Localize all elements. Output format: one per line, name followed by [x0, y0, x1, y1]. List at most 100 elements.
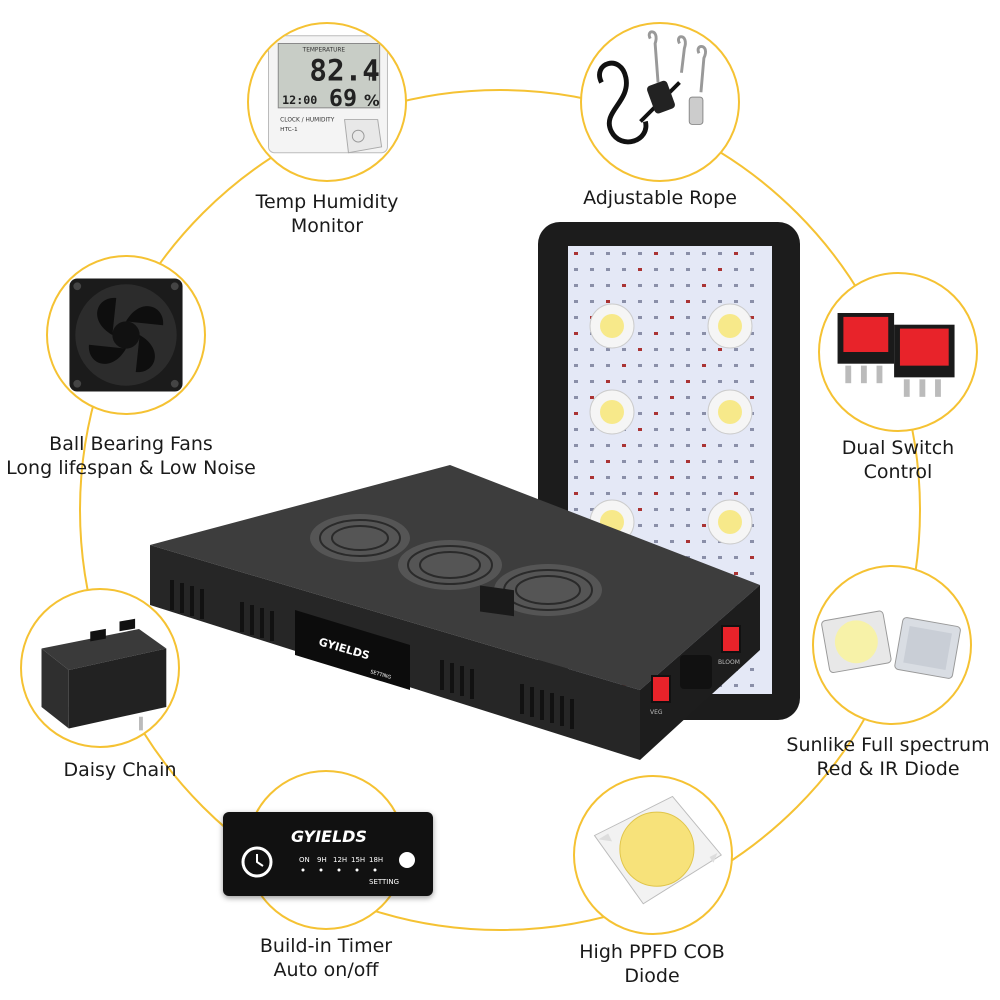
- led-dot: [718, 476, 722, 479]
- led-dot: [686, 284, 690, 287]
- led-dot: [622, 300, 626, 303]
- led-dot: [686, 252, 690, 255]
- led-dot: [654, 268, 658, 271]
- led-dot: [670, 396, 674, 399]
- fan-image: [46, 255, 206, 415]
- led-dot: [702, 476, 706, 479]
- svg-text:%: %: [364, 92, 380, 110]
- led-dot: [686, 412, 690, 415]
- led-dot: [750, 476, 754, 479]
- led-dot: [734, 268, 738, 271]
- led-dot: [686, 540, 690, 543]
- led-dot: [638, 268, 642, 271]
- led-dot: [750, 316, 754, 319]
- led-dot: [590, 460, 594, 463]
- svg-text:12H: 12H: [333, 856, 347, 864]
- led-dot: [590, 268, 594, 271]
- led-dot: [734, 252, 738, 255]
- svg-text:SETTING: SETTING: [369, 878, 399, 886]
- led-dot: [718, 492, 722, 495]
- led-dot: [750, 444, 754, 447]
- led-dot: [718, 268, 722, 271]
- led-dot: [718, 300, 722, 303]
- led-dot: [670, 252, 674, 255]
- led-dot: [686, 492, 690, 495]
- led-dot: [702, 428, 706, 431]
- led-dot: [606, 444, 610, 447]
- led-dot: [622, 460, 626, 463]
- led-dot: [750, 380, 754, 383]
- led-dot: [654, 412, 658, 415]
- led-dot: [686, 332, 690, 335]
- led-dot: [750, 348, 754, 351]
- dual-switch-label: Dual Switch Control: [841, 437, 955, 483]
- led-dot: [750, 332, 754, 335]
- led-dot: [638, 380, 642, 383]
- led-dot: [750, 508, 754, 511]
- led-dot: [670, 540, 674, 543]
- led-dot: [750, 396, 754, 399]
- led-dot: [686, 524, 690, 527]
- led-dot: [670, 492, 674, 495]
- led-dot: [670, 316, 674, 319]
- cob-spot-core: [718, 400, 742, 424]
- led-dot: [750, 492, 754, 495]
- led-dot: [702, 332, 706, 335]
- led-dot: [670, 380, 674, 383]
- led-dot: [622, 492, 626, 495]
- cob-diode-image: [573, 775, 733, 935]
- led-dot: [734, 364, 738, 367]
- led-dot: [654, 476, 658, 479]
- led-dot: [686, 396, 690, 399]
- led-dot: [654, 396, 658, 399]
- led-dot: [638, 460, 642, 463]
- led-dot: [670, 444, 674, 447]
- led-dot: [622, 348, 626, 351]
- led-dot: [574, 428, 578, 431]
- led-dot: [590, 380, 594, 383]
- led-dot: [574, 508, 578, 511]
- led-dot: [702, 284, 706, 287]
- led-dot: [750, 540, 754, 543]
- led-dot: [686, 364, 690, 367]
- led-dot: [654, 540, 658, 543]
- led-dot: [670, 268, 674, 271]
- led-dot: [590, 428, 594, 431]
- led-dot: [750, 364, 754, 367]
- led-dot: [750, 572, 754, 575]
- temp-humidity-monitor-image: TEMPERATURE 82.4 F 12:00 69 % CLOCK / HU…: [247, 22, 407, 182]
- svg-text:ON: ON: [299, 856, 310, 864]
- svg-text:VEG: VEG: [650, 709, 663, 716]
- thermometer-icon: TEMPERATURE 82.4 F 12:00 69 % CLOCK / HU…: [268, 35, 388, 154]
- led-dot: [734, 348, 738, 351]
- led-dot: [686, 476, 690, 479]
- led-dot: [590, 300, 594, 303]
- led-dot: [654, 508, 658, 511]
- led-dot: [718, 364, 722, 367]
- led-dot: [574, 492, 578, 495]
- led-dot: [574, 332, 578, 335]
- led-dot: [670, 524, 674, 527]
- led-dot: [734, 380, 738, 383]
- svg-text:15H: 15H: [351, 856, 365, 864]
- led-dot: [734, 492, 738, 495]
- led-dot: [606, 300, 610, 303]
- led-dot: [750, 684, 754, 687]
- led-dot: [750, 428, 754, 431]
- led-dot: [702, 492, 706, 495]
- led-dot: [734, 684, 738, 687]
- led-dot: [574, 444, 578, 447]
- led-dot: [574, 380, 578, 383]
- timer-panel: GYIELDS ON 9H 12H 15H 18H SETTING: [223, 812, 433, 896]
- led-dot: [718, 252, 722, 255]
- bloom-switch[interactable]: [721, 625, 741, 653]
- led-dot: [638, 492, 642, 495]
- led-dot: [574, 284, 578, 287]
- led-dot: [670, 412, 674, 415]
- led-dot: [638, 396, 642, 399]
- veg-switch[interactable]: [651, 675, 671, 703]
- svg-text:HTC-1: HTC-1: [280, 127, 298, 133]
- led-dot: [702, 300, 706, 303]
- led-dot: [670, 476, 674, 479]
